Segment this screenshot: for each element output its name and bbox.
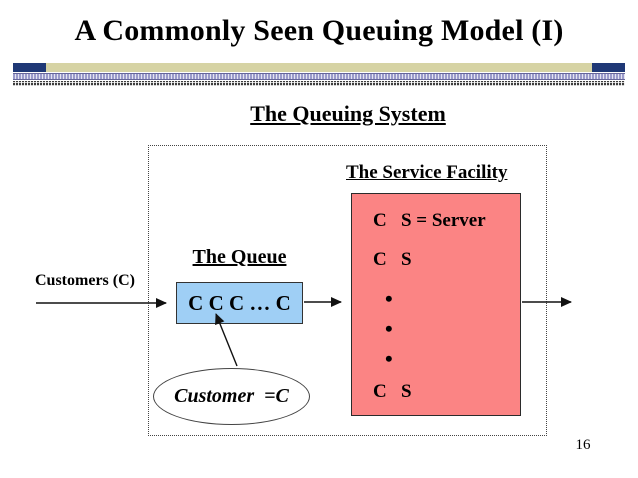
queue-label: The Queue bbox=[192, 246, 287, 268]
ellipsis-dot-1: • bbox=[385, 286, 393, 311]
queuing-system-boundary bbox=[148, 145, 547, 436]
customer-note-ellipse: Customer =C bbox=[153, 368, 310, 425]
customers-label: Customers (C) bbox=[35, 272, 135, 289]
banner-bar bbox=[13, 63, 625, 72]
server-pair-2: C S bbox=[373, 249, 412, 270]
server-pair-1: C S = Server bbox=[373, 210, 486, 231]
queue-content: C C C … C bbox=[188, 290, 291, 315]
queue-box: C C C … C bbox=[176, 282, 303, 324]
page-number: 16 bbox=[575, 437, 591, 453]
banner-purple-stripe bbox=[13, 73, 625, 80]
service-facility-box: C S = Server C S • • • C S bbox=[351, 193, 521, 416]
slide-title: A Commonly Seen Queuing Model (I) bbox=[74, 14, 564, 47]
banner-cap-left bbox=[13, 63, 46, 72]
ellipsis-dot-3: • bbox=[385, 346, 393, 371]
customer-note-text: Customer =C bbox=[174, 385, 289, 407]
ellipsis-dot-2: • bbox=[385, 316, 393, 341]
server-pair-n: C S bbox=[373, 381, 412, 402]
banner-cap-right bbox=[592, 63, 625, 72]
queuing-system-heading: The Queuing System bbox=[250, 101, 446, 126]
service-facility-label: The Service Facility bbox=[346, 162, 508, 183]
banner-dotted-stripe bbox=[13, 81, 625, 86]
